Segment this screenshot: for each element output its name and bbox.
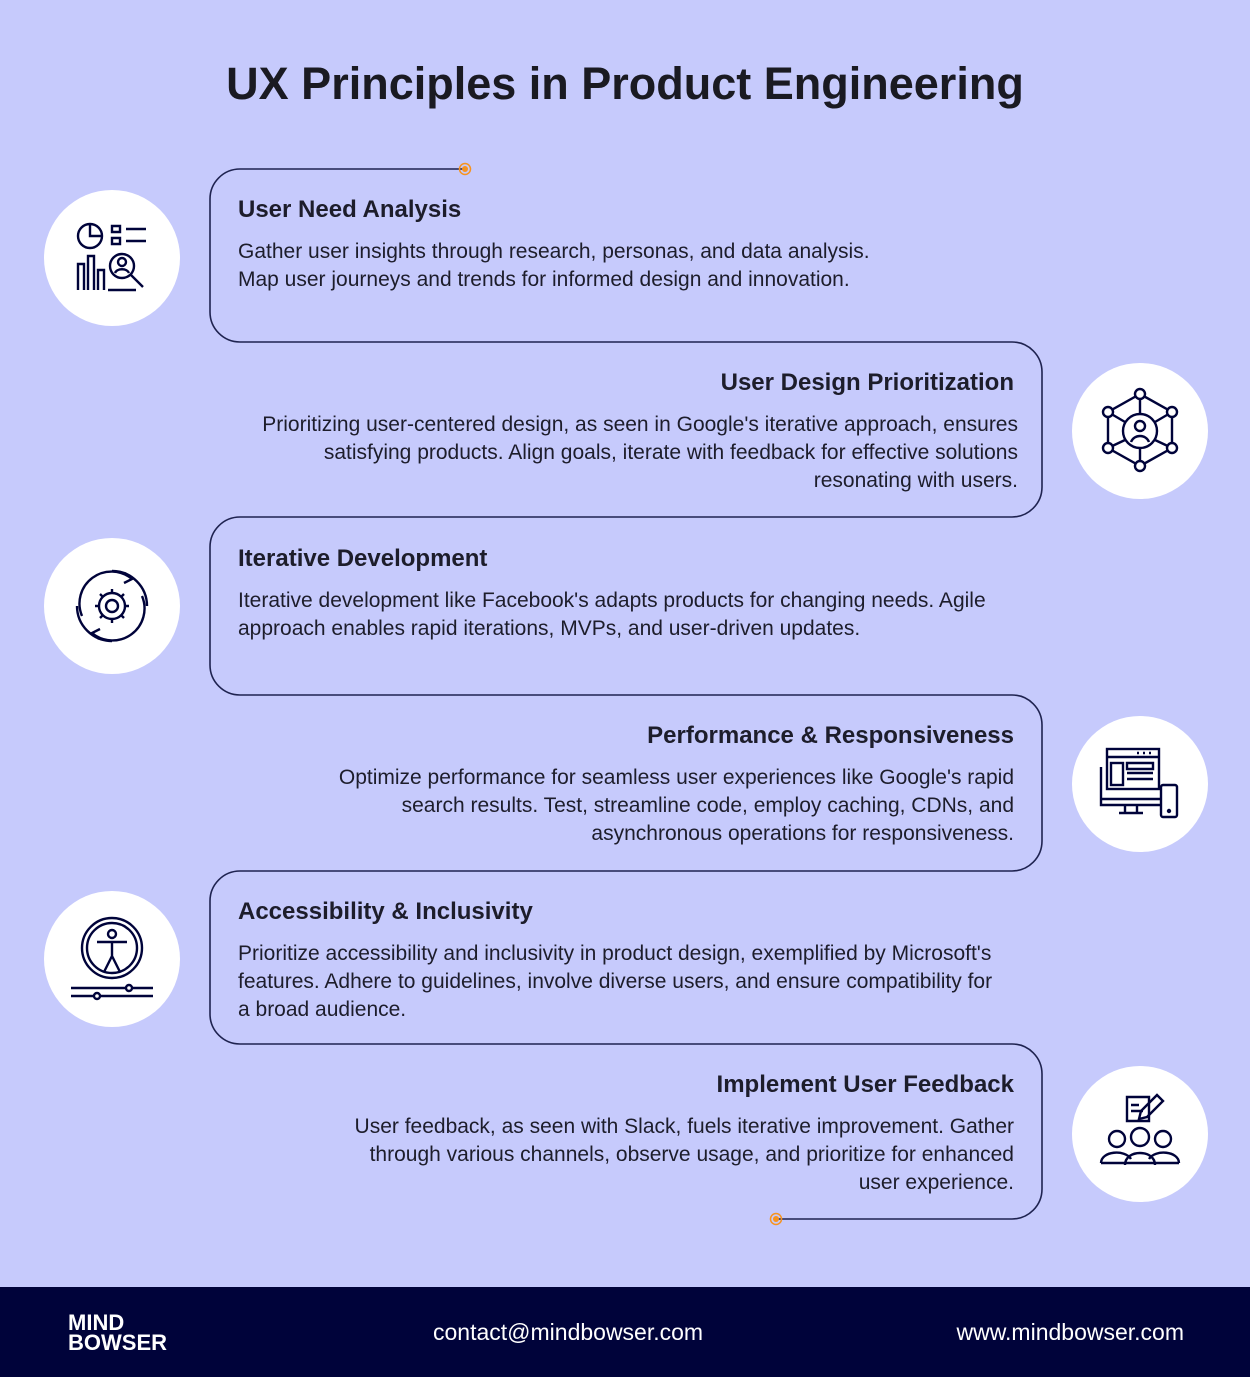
page-title: UX Principles in Product Engineering [226,58,1024,109]
start-dot [458,162,472,176]
data-analysis-icon [44,190,180,326]
principle-card: User Need Analysis Gather user insights … [238,196,1014,294]
principle-card: Accessibility & Inclusivity Prioritize a… [238,898,1014,1024]
principle-body: User feedback, as seen with Slack, fuels… [354,1115,1014,1194]
principle-body: Optimize performance for seamless user e… [338,766,1014,845]
principle-card: User Design Prioritization Prioritizing … [238,369,1018,495]
gear-cycle-icon [44,538,180,674]
responsive-devices-icon [1072,716,1208,852]
accessibility-icon [44,891,180,1027]
principle-title: Implement User Feedback [716,1071,1014,1098]
principle-title: Iterative Development [238,545,488,572]
principle-card: Implement User Feedback User feedback, a… [238,1071,1014,1197]
principle-body: Prioritize accessibility and inclusivity… [238,942,993,1021]
website-link[interactable]: www.mindbowser.com [956,1319,1184,1345]
group-feedback-icon [1072,1066,1208,1202]
principle-body: Iterative development like Facebook's ad… [238,589,986,640]
logo-line1: MIND [68,1310,125,1335]
principle-body: Prioritizing user-centered design, as se… [262,413,1018,492]
principle-card: Iterative Development Iterative developm… [238,545,1014,643]
principle-card: Performance & Responsiveness Optimize pe… [238,722,1014,848]
end-dot [769,1212,783,1226]
principle-body: Gather user insights through research, p… [238,240,870,291]
footer: MIND BOWSER contact@mindbowser.com www.m… [0,1287,1250,1377]
principle-title: User Need Analysis [238,196,462,223]
contact-email-link[interactable]: contact@mindbowser.com [433,1319,704,1345]
logo-line2: BOWSER [68,1330,167,1355]
principle-title: User Design Prioritization [720,369,1014,396]
mindbowser-logo: MIND BOWSER [68,1310,167,1355]
principle-title: Performance & Responsiveness [647,722,1014,749]
user-network-icon [1072,363,1208,499]
principle-title: Accessibility & Inclusivity [238,898,533,925]
